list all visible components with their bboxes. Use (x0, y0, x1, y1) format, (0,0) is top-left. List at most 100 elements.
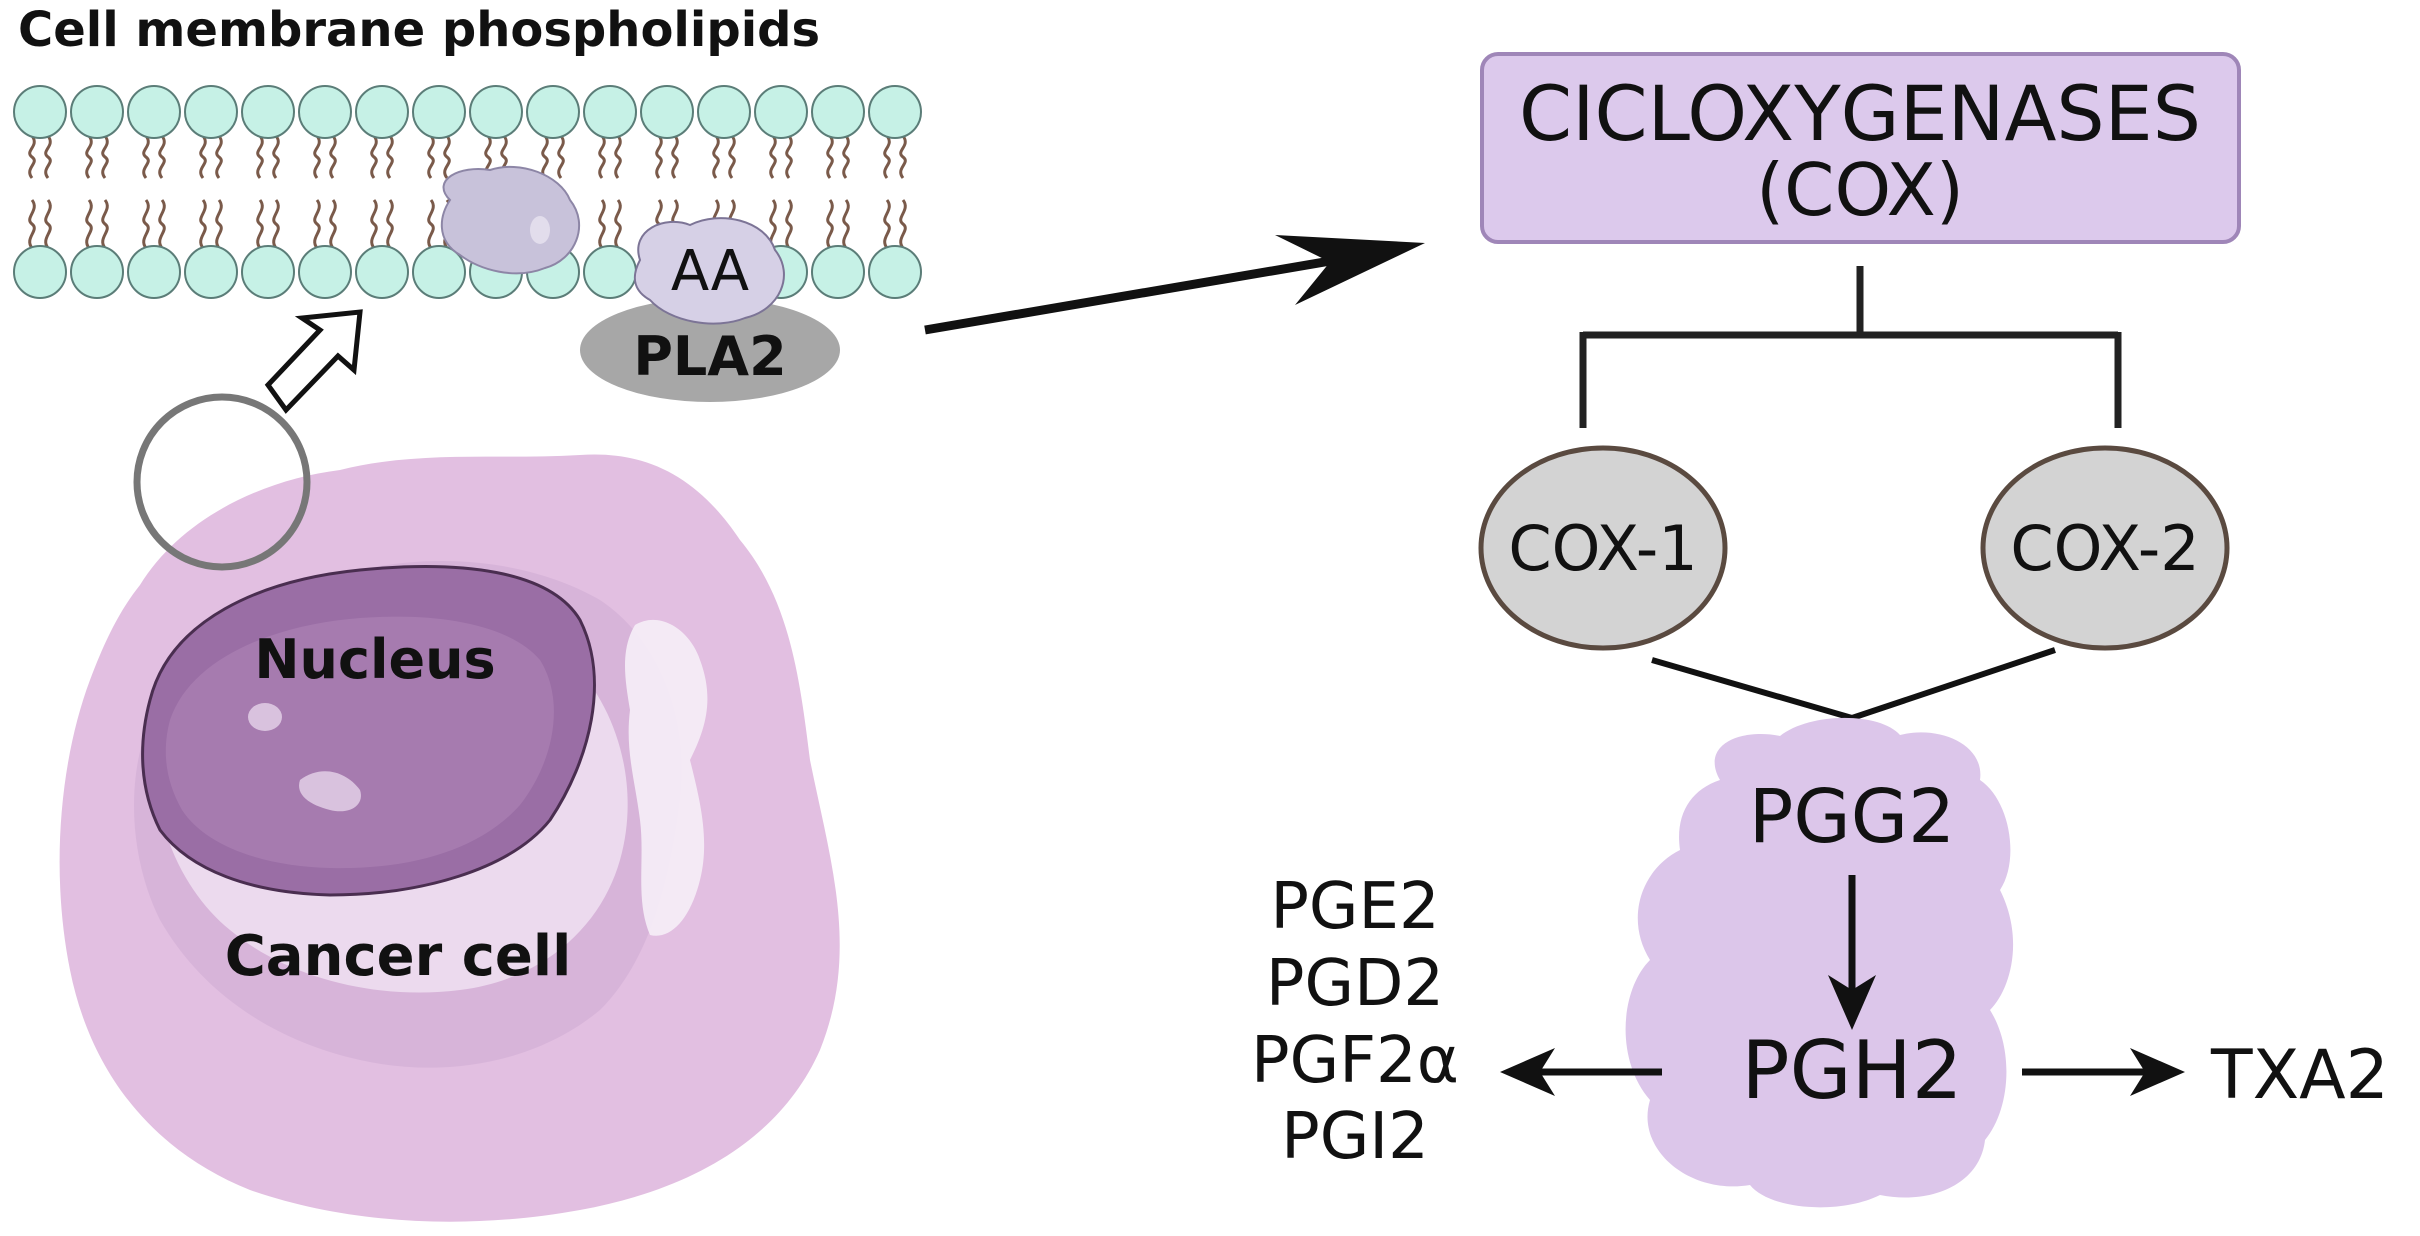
lipid-tail (541, 135, 549, 179)
lipid-head (868, 85, 922, 139)
pg-cloud (1625, 717, 2014, 1208)
txa2-label: TXA2 (2210, 1036, 2389, 1115)
lipid-tail (28, 199, 36, 249)
lipid-head (13, 245, 67, 299)
pla2-label: PLA2 (633, 325, 786, 388)
lipid-tail (427, 135, 435, 179)
prostanoid-pgi2: PGI2 (1281, 1100, 1429, 1174)
lipid-tail (785, 199, 793, 249)
cox2-label: COX-2 (2010, 512, 2199, 585)
cox2-node: COX-2 (1980, 445, 2230, 651)
pla2-enzyme: PLA2 (580, 298, 840, 402)
lipid-tail (826, 135, 834, 179)
prostanoid-list: PGE2 PGD2 PGF2α PGI2 (1251, 870, 1459, 1174)
lipid-head (640, 85, 694, 139)
lipid-head (526, 85, 580, 139)
lipid-tail (443, 135, 451, 179)
lipid-tail (28, 135, 36, 179)
lipid-tail (313, 199, 321, 249)
cox1-node: COX-1 (1478, 445, 1728, 651)
aa-label: AA (671, 239, 749, 304)
lipid-tail (557, 135, 565, 179)
lipid-tail (598, 199, 606, 249)
lipid-tail (329, 199, 337, 249)
lipid-head (469, 85, 523, 139)
lipid-tail (655, 135, 663, 179)
lipid-tail (386, 135, 394, 179)
lipid-tail (215, 135, 223, 179)
lipid-tail (712, 135, 720, 179)
cox-branch-lines (1579, 266, 2122, 428)
lipid-head (697, 85, 751, 139)
lipid-tail (158, 199, 166, 249)
lipid-tail (272, 199, 280, 249)
pgg2-to-pgh2-arrowhead (1828, 975, 1876, 1030)
lipid-tail (199, 135, 207, 179)
lipid-tail (370, 135, 378, 179)
lipid-head (70, 245, 124, 299)
cox-box: CICLOXYGENASES (COX) (1480, 52, 2241, 244)
zoom-circle (133, 393, 311, 571)
lipid-tail (272, 135, 280, 179)
lipid-tail (370, 199, 378, 249)
lipid-tail (142, 199, 150, 249)
lipid-tail (215, 199, 223, 249)
cox-title-line1: CICLOXYGENASES (1519, 69, 2201, 158)
lipid-head (241, 85, 295, 139)
aa-molecule: AA (633, 217, 785, 325)
lipid-tail (101, 135, 109, 179)
arrow-to-cox-head (1275, 235, 1425, 305)
lipid-head (754, 85, 808, 139)
lipid-head (811, 245, 865, 299)
prostanoid-pgd2: PGD2 (1266, 947, 1444, 1021)
lipid-tail (883, 135, 891, 179)
lipid-tail (899, 135, 907, 179)
lipid-tail (142, 135, 150, 179)
cox1-label: COX-1 (1508, 512, 1697, 585)
lipid-tail (826, 199, 834, 249)
lipid-head (298, 85, 352, 139)
hollow-arrow (264, 309, 363, 414)
prostanoid-pge2: PGE2 (1270, 870, 1439, 944)
cox-title-line2: (COX) (1756, 148, 1964, 232)
lipid-head (583, 245, 637, 299)
lipid-tail (614, 199, 622, 249)
membrane-protein (440, 165, 580, 275)
lipid-tail (671, 135, 679, 179)
lipid-tail (44, 135, 52, 179)
lipid-tail (44, 199, 52, 249)
lipid-head (412, 245, 466, 299)
lipid-tail (899, 199, 907, 249)
lipid-tail (85, 199, 93, 249)
lipid-tail (614, 135, 622, 179)
membrane-title: Cell membrane phospholipids (18, 2, 820, 58)
lipid-head (355, 245, 409, 299)
pgg2-label: PGG2 (1749, 774, 1955, 860)
cancer-cell-label: Cancer cell (225, 924, 572, 989)
nucleus-label: Nucleus (254, 628, 495, 691)
lipid-tail (101, 199, 109, 249)
lipid-tail (329, 135, 337, 179)
membrane-bilayer (13, 85, 922, 299)
lipid-head (583, 85, 637, 139)
lipid-tail (883, 199, 891, 249)
lipid-tail (598, 135, 606, 179)
pgh2-label: PGH2 (1741, 1024, 1962, 1117)
lipid-head (184, 85, 238, 139)
lipid-tail (785, 135, 793, 179)
lipid-tail (158, 135, 166, 179)
lipid-head (412, 85, 466, 139)
lipid-head (127, 85, 181, 139)
arrow-to-cox (924, 245, 1396, 335)
lipid-head (355, 85, 409, 139)
lipid-tail (842, 135, 850, 179)
lipid-tail (728, 135, 736, 179)
lipid-head (184, 245, 238, 299)
cancer-cell: Nucleus Cancer cell (59, 454, 840, 1222)
lipid-tail (313, 135, 321, 179)
lipid-tail (769, 199, 777, 249)
lipid-head (811, 85, 865, 139)
lipid-tail (427, 199, 435, 249)
lipid-tail (256, 135, 264, 179)
